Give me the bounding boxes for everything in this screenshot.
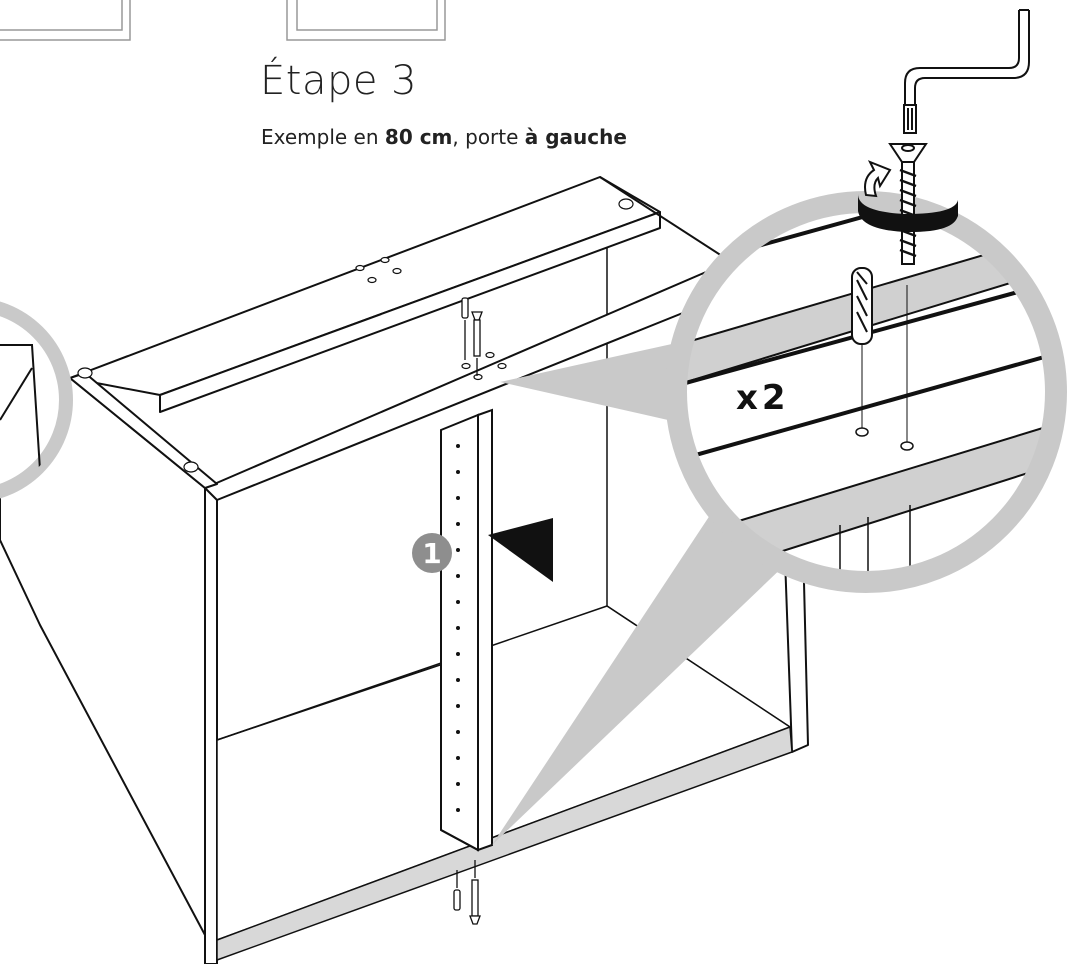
- step-subtitle: Exemple en 80 cm, porte à gauche: [261, 125, 627, 149]
- divider-panel: [440, 408, 493, 852]
- top-panel-holes: [77, 198, 634, 473]
- magnifier-cone-bottom: [492, 500, 790, 845]
- subtitle-side: à gauche: [524, 125, 627, 149]
- subtitle-prefix: Exemple en: [261, 125, 385, 149]
- step-badge: 1: [412, 533, 452, 573]
- rotate-arrow-icon: [858, 160, 958, 232]
- step-badge-number: 1: [422, 537, 441, 570]
- previous-step-fragment: [0, 0, 446, 41]
- step-title: Étape 3: [260, 58, 418, 104]
- quantity-label: x2: [736, 378, 790, 418]
- divider-shelf-pin-holes: [456, 444, 460, 812]
- screw-icon: [888, 143, 928, 265]
- wooden-dowel-icon: [851, 267, 873, 345]
- top-screw-small: [461, 297, 483, 376]
- bottom-screw-small: [453, 860, 481, 925]
- subtitle-mid: , porte: [452, 125, 525, 149]
- direction-arrow-icon: [488, 518, 553, 582]
- left-magnifier-fragment: [0, 301, 73, 499]
- cabinet: [0, 176, 809, 965]
- subtitle-size: 80 cm: [384, 125, 453, 149]
- allen-key-icon: [903, 9, 1030, 134]
- magnifier-cone-top: [500, 340, 690, 425]
